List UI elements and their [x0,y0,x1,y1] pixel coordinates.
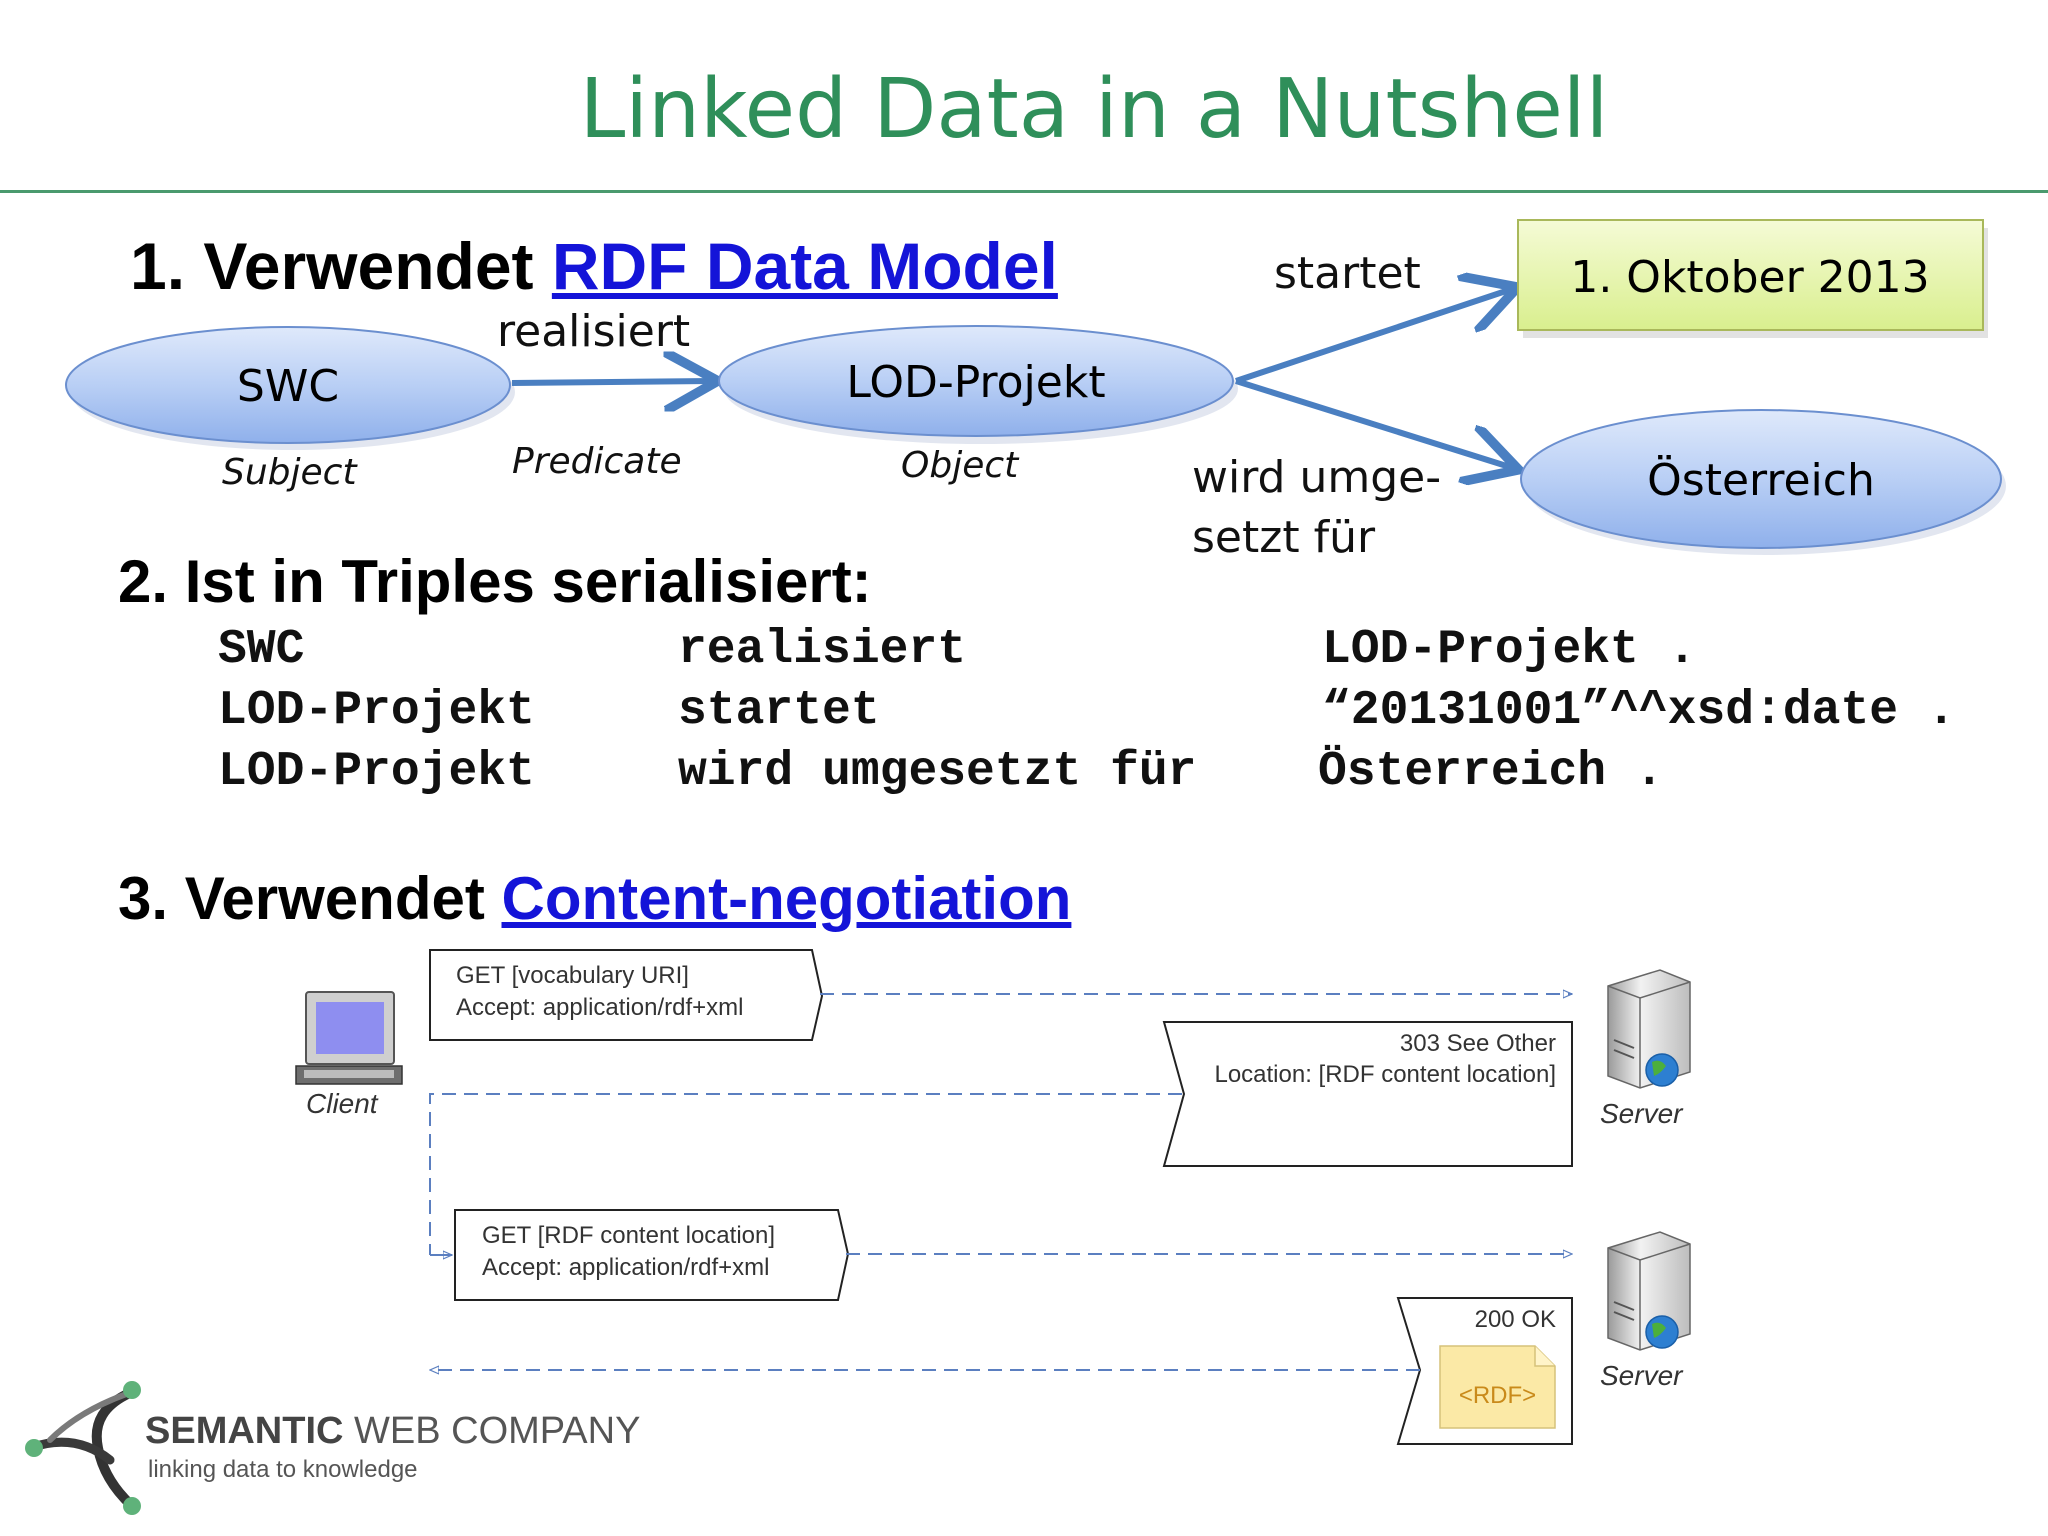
node-swc-label: SWC [237,361,339,412]
edge-realisiert [511,381,712,383]
edge-label-startet: startet [1274,248,1421,299]
triple-2-subject: LOD-Projekt [218,684,535,738]
node-date [1517,219,1984,331]
rdf-data-model-link[interactable]: RDF Data Model [551,229,1058,303]
node-oesterreich-label: Österreich [1647,454,1875,506]
triple-3-object: Österreich . [1318,745,1664,799]
title-divider [0,190,2048,193]
slide-title: Linked Data in a Nutshell [579,62,1609,157]
response-1-box [1162,1021,1573,1167]
request-2-line-2: Accept: application/rdf+xml [482,1254,770,1281]
server-1-label: Server [1600,1098,1683,1129]
triple-1-object: LOD-Projekt . [1322,623,1697,677]
section1-heading: 1. Verwendet RDF Data Model [130,228,1058,304]
node-lod-label: LOD-Projekt [846,357,1105,408]
triple-1-subject: SWC [218,623,305,677]
response-2-status: 200 OK [1474,1306,1556,1333]
role-subject: Subject [222,452,357,493]
rdf-document-icon [1439,1345,1556,1429]
request-1-box [429,949,824,1041]
triple-1-predicate: realisiert [678,623,967,677]
section1-prefix: 1. Verwendet [130,229,534,303]
rdf-graph: SWC LOD-Projekt Österreich 1. Oktober 20… [65,219,2006,555]
edge-umgesetzt [1235,378,1513,468]
server-icon-1 [1607,969,1691,1089]
node-oesterreich [1520,409,2002,549]
node-date-label: 1. Oktober 2013 [1570,252,1929,303]
section3-heading: 3. Verwendet Content-negotiation [118,864,1071,933]
triple-2-object: “20131001”^^xsd:date . [1322,684,1956,738]
triple-3-predicate: wird umgesetzt für [678,745,1197,799]
server-2-label: Server [1600,1360,1683,1391]
edge-label-realisiert: realisiert [497,306,691,357]
response-1-arrow [429,1093,1182,1255]
node-lod-projekt [718,325,1234,437]
client-computer-icon [295,991,403,1085]
section3-prefix: 3. Verwendet [118,865,485,932]
edge-label-umgesetzt-1: wird umge- [1192,452,1442,503]
semantic-web-company-logo-icon [25,1381,141,1515]
company-name-bold: SEMANTIC [145,1410,344,1452]
request-1-line-2: Accept: application/rdf+xml [456,994,744,1021]
role-predicate: Predicate [512,441,682,482]
content-negotiation-sequence [295,949,1691,1445]
triple-2-predicate: startet [678,684,880,738]
response-1-line-1: 303 See Other [1399,1030,1556,1057]
server-icon-2 [1607,1231,1691,1351]
node-swc [65,326,511,444]
response-1-line-2: Location: [RDF content location] [1214,1061,1556,1088]
rdf-document-label: <RDF> [1458,1382,1537,1409]
edge-startet [1235,289,1512,384]
role-object: Object [901,445,1019,486]
section2-heading: 2. Ist in Triples serialisiert: [118,548,872,615]
request-2-box [454,1209,850,1301]
request-1-line-1: GET [vocabulary URI] [456,962,689,989]
edge-label-umgesetzt-2: setzt für [1192,512,1376,563]
client-label: Client [306,1088,378,1119]
company-name-rest: WEB COMPANY [343,1410,641,1452]
company-name: SEMANTIC WEB COMPANY [145,1410,640,1453]
triple-3-subject: LOD-Projekt [218,745,535,799]
request-2-line-1: GET [RDF content location] [482,1222,776,1249]
company-tagline: linking data to knowledge [148,1456,418,1483]
content-negotiation-link[interactable]: Content-negotiation [501,865,1072,932]
